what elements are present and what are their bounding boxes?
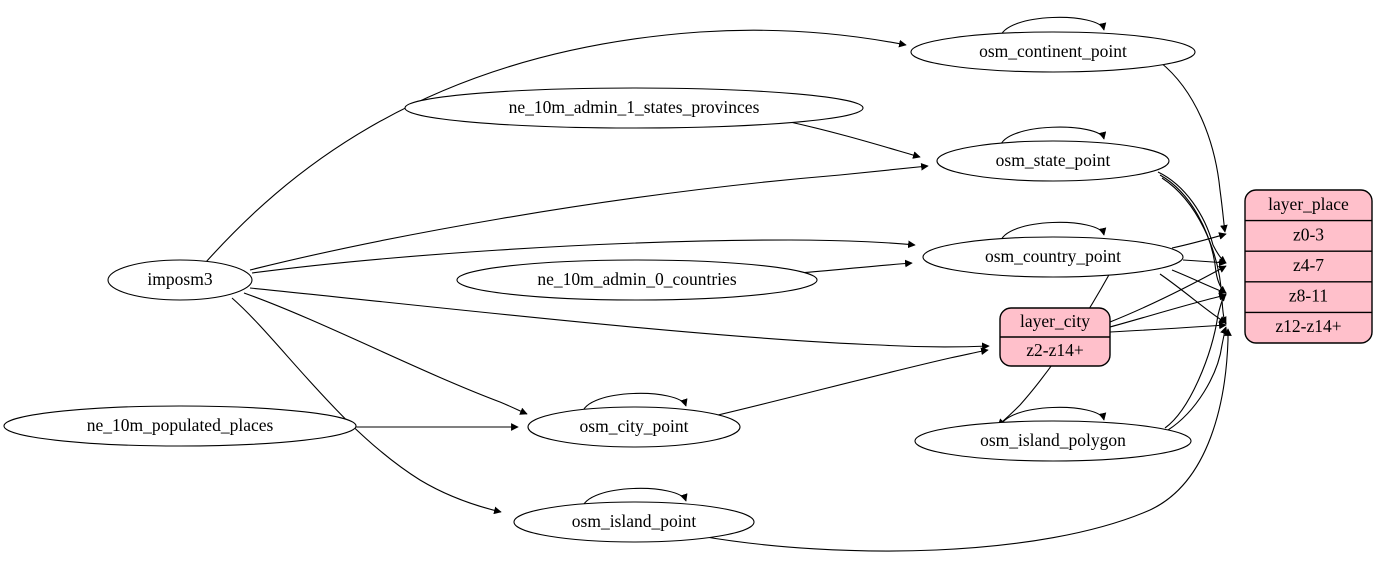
edge-osm-country-point-layer-place-z12-z14 <box>1159 273 1227 324</box>
edge-layer <box>205 29 1232 552</box>
node-shape-osm-island-polygon <box>914 420 1192 462</box>
node-shape-osm-country-point <box>922 236 1184 278</box>
node-osm-city-point[interactable]: osm_city_point <box>527 406 741 448</box>
edge-imposm3-osm-island-point <box>231 297 502 515</box>
edge-osm-country-point-layer-place-z0-3 <box>1171 232 1227 249</box>
node-imposm3[interactable]: imposm3 <box>107 259 253 301</box>
record-node-layer-city[interactable]: layer_city z2-z14+ <box>999 307 1111 367</box>
self-loop-osm-island-polygon <box>999 406 1107 429</box>
node-osm-state-point[interactable]: osm_state_point <box>936 140 1170 182</box>
edge-imposm3-osm-city-point <box>243 292 528 415</box>
edge-osm-island-polygon-layer-place-z8-11 <box>1164 293 1227 429</box>
node-shape-osm-continent-point <box>910 31 1196 73</box>
edge-ne-admin1-osm-state-point <box>789 121 921 159</box>
record-node-layer-place[interactable]: layer_place z0-3 z4-7 z8-11 z12-z14+ <box>1244 189 1373 344</box>
edge-osm-state-point-layer-place-z8-11 <box>1159 174 1227 294</box>
edge-layer-city-layer-place-z8-11 <box>1109 292 1227 328</box>
node-osm-island-point[interactable]: osm_island_point <box>513 501 755 543</box>
node-ne-10m-admin-0-countries[interactable]: ne_10m_admin_0_countries <box>456 259 818 301</box>
self-loop-osm-island-point <box>581 487 688 510</box>
edge-layer-city-layer-place-z4-7 <box>1109 265 1227 323</box>
node-osm-island-polygon[interactable]: osm_island_polygon <box>914 420 1192 462</box>
node-shape-osm-city-point <box>527 406 741 448</box>
edge-osm-city-point-layer-city <box>717 347 989 416</box>
node-shape-osm-island-point <box>513 501 755 543</box>
node-ne-10m-populated-places[interactable]: ne_10m_populated_places <box>3 405 357 447</box>
node-osm-country-point[interactable]: osm_country_point <box>922 236 1184 278</box>
node-shape-ne-10m-populated-places <box>3 405 357 447</box>
self-loop-osm-country-point <box>999 221 1107 244</box>
self-loop-layer <box>581 16 1107 510</box>
record-box-layer-place <box>1244 189 1373 344</box>
edge-imposm3-osm-country-point <box>251 239 916 274</box>
self-loop-osm-state-point <box>999 126 1107 148</box>
node-layer: imposm3 ne_10m_admin_1_states_provinces … <box>3 31 1196 543</box>
self-loop-osm-city-point <box>581 392 688 415</box>
edge-osm-island-point-layer-place-z12-z14 <box>699 328 1232 552</box>
edge-osm-continent-point-layer-place-z0-3 <box>1159 61 1228 233</box>
edge-osm-country-point-layer-place-z4-7 <box>1182 258 1227 267</box>
self-loop-osm-continent-point <box>999 16 1107 39</box>
record-node-layer: layer_place z0-3 z4-7 z8-11 z12-z14+ lay… <box>999 189 1373 367</box>
node-shape-ne-10m-admin-1-states-provinces <box>404 87 864 129</box>
edge-ne-admin0-osm-country-point <box>799 259 913 274</box>
edge-osm-country-point-layer-place-z8-11 <box>1171 269 1227 295</box>
node-shape-ne-10m-admin-0-countries <box>456 259 818 301</box>
edge-imposm3-osm-state-point <box>249 162 929 271</box>
node-ne-10m-admin-1-states-provinces[interactable]: ne_10m_admin_1_states_provinces <box>404 87 864 129</box>
edge-imposm3-osm-continent-point <box>205 29 907 263</box>
node-shape-osm-state-point <box>936 140 1170 182</box>
edge-imposm3-layer-city <box>249 287 990 351</box>
edge-layer-city-layer-place-z12-z14 <box>1109 321 1227 333</box>
node-osm-continent-point[interactable]: osm_continent_point <box>910 31 1196 73</box>
node-shape-imposm3 <box>107 259 253 301</box>
